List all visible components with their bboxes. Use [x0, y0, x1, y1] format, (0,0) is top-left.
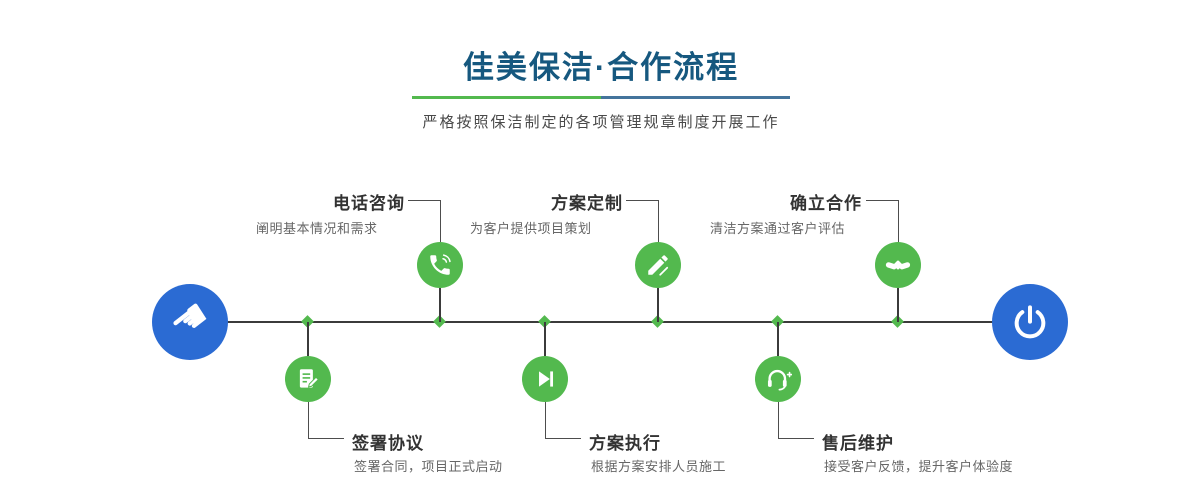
connector-line [778, 438, 814, 439]
power-icon [1014, 305, 1046, 339]
connector-line [408, 200, 440, 201]
step-node-plan-execution [522, 356, 568, 402]
connector-line [440, 200, 441, 242]
stem-line [657, 288, 659, 322]
divider-blue-segment [601, 96, 790, 99]
headset-icon [767, 369, 792, 391]
document-pen-icon [299, 369, 319, 388]
timeline-end-node [992, 284, 1068, 360]
play-icon [539, 371, 554, 387]
step-node-establish-cooperation [875, 242, 921, 288]
divider-green-segment [412, 96, 601, 99]
step-title-sign-agreement: 签署协议 [352, 434, 424, 453]
phone-icon [430, 254, 451, 275]
step-title-establish-cooperation: 确立合作 [790, 194, 862, 213]
step-desc-after-sales: 接受客户反馈，提升客户体验度 [824, 459, 1014, 474]
page-subtitle: 严格按照保洁制定的各项管理规章制度开展工作 [422, 114, 780, 131]
stem-line [439, 288, 441, 322]
stem-line [897, 288, 899, 322]
step-title-plan-design: 方案定制 [551, 194, 623, 213]
connector-line [308, 438, 344, 439]
stem-line [544, 322, 546, 356]
step-title-plan-execution: 方案执行 [589, 434, 661, 453]
connector-line [308, 402, 309, 438]
step-desc-sign-agreement: 签署合同，项目正式启动 [354, 459, 503, 474]
page-title: 佳美保洁·合作流程 [462, 50, 740, 85]
timeline-start-node: ☚ [152, 284, 228, 360]
step-desc-plan-design: 为客户提供项目策划 [470, 221, 592, 236]
connector-line [898, 200, 899, 242]
handshake-icon [885, 260, 911, 270]
step-desc-plan-execution: 根据方案安排人员施工 [591, 459, 727, 474]
connector-line [866, 200, 898, 201]
connector-line [658, 200, 659, 242]
connector-line [545, 438, 581, 439]
connector-line [626, 200, 658, 201]
connector-line [778, 402, 779, 438]
pointing-hand-icon: ☚ [159, 288, 220, 351]
title-divider [412, 96, 790, 99]
step-desc-establish-cooperation: 清洁方案通过客户评估 [710, 221, 846, 236]
step-title-phone-consult: 电话咨询 [333, 194, 405, 213]
connector-line [545, 402, 546, 438]
step-node-after-sales [755, 356, 801, 402]
stem-line [307, 322, 309, 356]
stem-line [777, 322, 779, 356]
pencil-icon [648, 255, 669, 276]
timeline-line [190, 321, 1030, 323]
step-node-sign-agreement [285, 356, 331, 402]
step-title-after-sales: 售后维护 [822, 434, 894, 453]
step-desc-phone-consult: 阐明基本情况和需求 [256, 221, 378, 236]
step-node-phone-consult [417, 242, 463, 288]
step-node-plan-design [635, 242, 681, 288]
